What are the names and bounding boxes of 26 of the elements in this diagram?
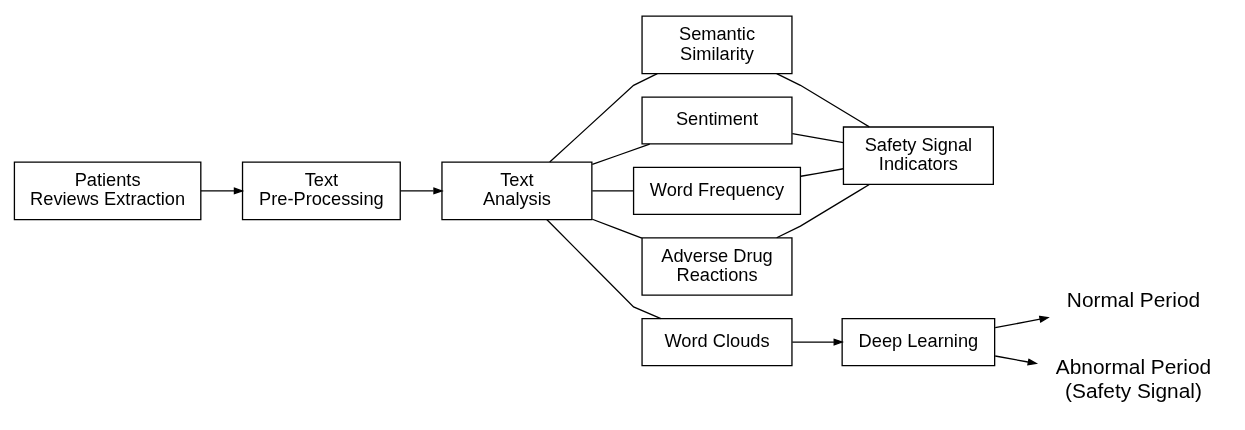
arrow: [791, 338, 844, 346]
node-box: Word Clouds: [641, 318, 793, 367]
node-text: Normal Period: [1066, 287, 1201, 311]
connector: [549, 72, 658, 163]
node-box: Text Pre-Processing: [241, 161, 401, 221]
connector: [591, 190, 635, 192]
connector: [800, 168, 844, 177]
node-box: Patients Reviews Extraction: [13, 161, 202, 221]
node-box: Word Frequency: [632, 166, 802, 215]
node-box: Safety Signal Indicators: [842, 126, 994, 185]
node-box: Deep Learning: [841, 318, 996, 367]
connector: [776, 183, 870, 239]
connector: [591, 218, 643, 239]
arrow: [200, 187, 245, 195]
connector: [546, 218, 662, 320]
connector: [776, 72, 870, 128]
arrow: [994, 355, 1039, 366]
connector: [791, 132, 844, 144]
arrow: [994, 315, 1050, 329]
node-box: Semantic Similarity: [641, 15, 793, 75]
node-box: Sentiment: [641, 96, 793, 145]
connector: [591, 143, 651, 166]
node-text: Abnormal Period (Safety Signal): [1055, 355, 1212, 402]
node-box: Adverse Drug Reactions: [641, 237, 793, 296]
arrow: [399, 187, 444, 195]
node-box: Text Analysis: [441, 161, 593, 221]
